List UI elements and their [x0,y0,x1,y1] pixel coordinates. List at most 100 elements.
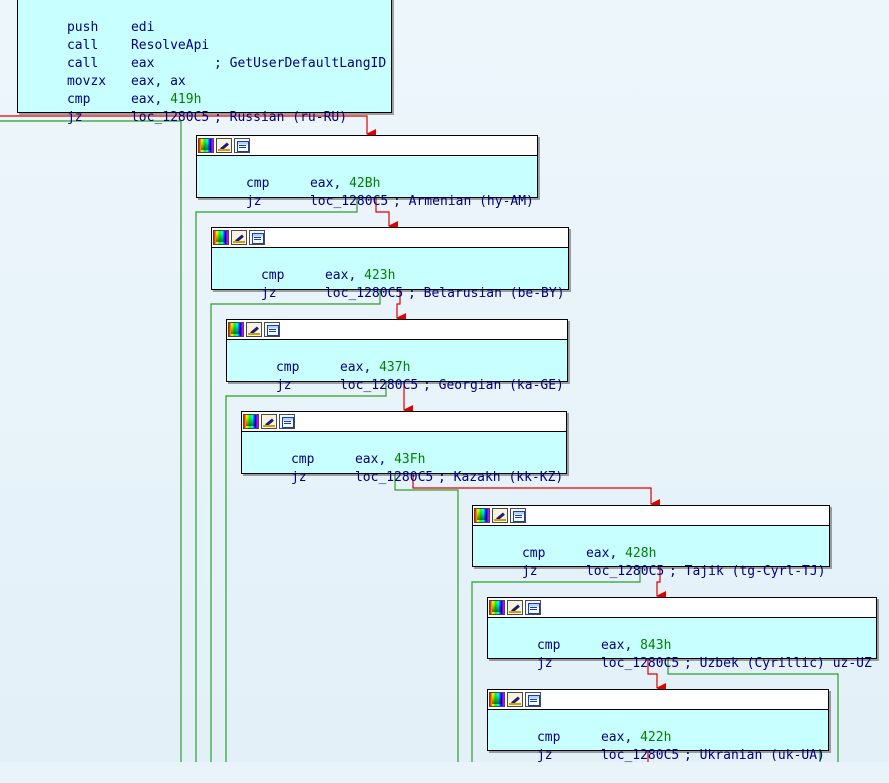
rename-pencil-icon[interactable] [492,508,508,523]
immediate-value: 43Fh [394,452,426,467]
group-nodes-icon[interactable] [234,138,250,153]
mnemonic: movzx [66,74,107,89]
color-palette-icon[interactable] [489,600,505,615]
jump-target[interactable]: loc_1280C5 [324,286,404,301]
mnemonic: cmp [290,452,315,467]
group-nodes-icon[interactable] [249,230,265,245]
color-palette-icon[interactable] [213,230,229,245]
jump-target[interactable]: loc_1280C5 [309,194,389,209]
operand: edi [130,20,155,35]
mnemonic: jz [275,378,292,393]
asm-line-jz[interactable]: jz loc_1280C5 [490,637,874,671]
rename-pencil-icon[interactable] [246,322,262,337]
mnemonic: jz [536,748,553,763]
asm-line-jz[interactable]: jz loc_1280C5 [244,451,564,485]
comment: ; Belarusian (be-BY) [408,286,565,301]
color-palette-icon[interactable] [489,692,505,707]
asm-line-jz[interactable]: jz loc_1280C5 [214,267,566,301]
color-palette-icon[interactable] [474,508,490,523]
mnemonic: cmp [275,360,300,375]
node-header [488,690,828,710]
operand: eax, [354,452,395,467]
mnemonic: push [66,20,99,35]
mnemonic: jz [66,110,83,125]
asm-line-push[interactable]: push edi [20,1,389,35]
node-header [212,228,568,248]
jump-target[interactable]: loc_1280C5 [130,110,210,125]
node-header [242,412,566,432]
group-nodes-icon[interactable] [264,322,280,337]
group-nodes-icon[interactable] [279,414,295,429]
color-palette-icon[interactable] [228,322,244,337]
operand: eax [130,56,155,71]
mnemonic: call [66,38,99,53]
jump-target[interactable]: loc_1280C5 [339,378,419,393]
immediate-value: 428h [625,546,657,561]
group-nodes-icon[interactable] [510,508,526,523]
comment: ; Georgian (ka-GE) [423,378,564,393]
rename-pencil-icon[interactable] [231,230,247,245]
rename-pencil-icon[interactable] [216,138,232,153]
operand: ResolveApi [130,38,210,53]
color-palette-icon[interactable] [243,414,259,429]
immediate-value: 437h [379,360,411,375]
operand: eax, [585,546,626,561]
rename-pencil-icon[interactable] [507,692,523,707]
node-header [197,136,537,156]
group-nodes-icon[interactable] [525,600,541,615]
node-header [488,598,876,618]
comment: ; Ukranian (uk-UA) [684,748,825,763]
immediate-value: 422h [640,730,672,745]
mnemonic: call [66,56,99,71]
color-palette-icon[interactable] [198,138,214,153]
mnemonic: cmp [521,546,546,561]
jump-target[interactable]: loc_1280C5 [354,470,434,485]
asm-line-movzx[interactable]: movzx eax, ax [20,55,389,89]
comment: ; Armenian (hy-AM) [393,194,534,209]
mnemonic: jz [536,656,553,671]
jump-target[interactable]: loc_1280C5 [585,564,665,579]
asm-line-jz[interactable]: jz loc_1280C5 [229,359,565,393]
jump-target[interactable]: loc_1280C5 [600,656,680,671]
rename-pencil-icon[interactable] [261,414,277,429]
operand: eax, [324,268,365,283]
rename-pencil-icon[interactable] [507,600,523,615]
mnemonic: jz [290,470,307,485]
mnemonic: jz [245,194,262,209]
comment: ; Uzbek (Cyrillic) uz-UZ [684,656,872,671]
asm-line-jz[interactable]: jz loc_1280C5 [490,729,826,763]
operand: eax, [309,176,350,191]
mnemonic: cmp [245,176,270,191]
jump-target[interactable]: loc_1280C5 [600,748,680,763]
mnemonic: jz [260,286,277,301]
immediate-value: 843h [640,638,672,653]
asm-line-jz[interactable]: jz loc_1280C5 [20,91,389,125]
node-header [473,506,829,526]
operand: eax, [600,638,641,653]
group-nodes-icon[interactable] [525,692,541,707]
immediate-value: 423h [364,268,396,283]
asm-line-jz[interactable]: jz loc_1280C5 [199,175,535,209]
immediate-value: 419h [170,92,202,107]
node-header [227,320,567,340]
asm-line-call-eax[interactable]: call eax [20,37,389,71]
operand: eax, ax [130,74,186,89]
